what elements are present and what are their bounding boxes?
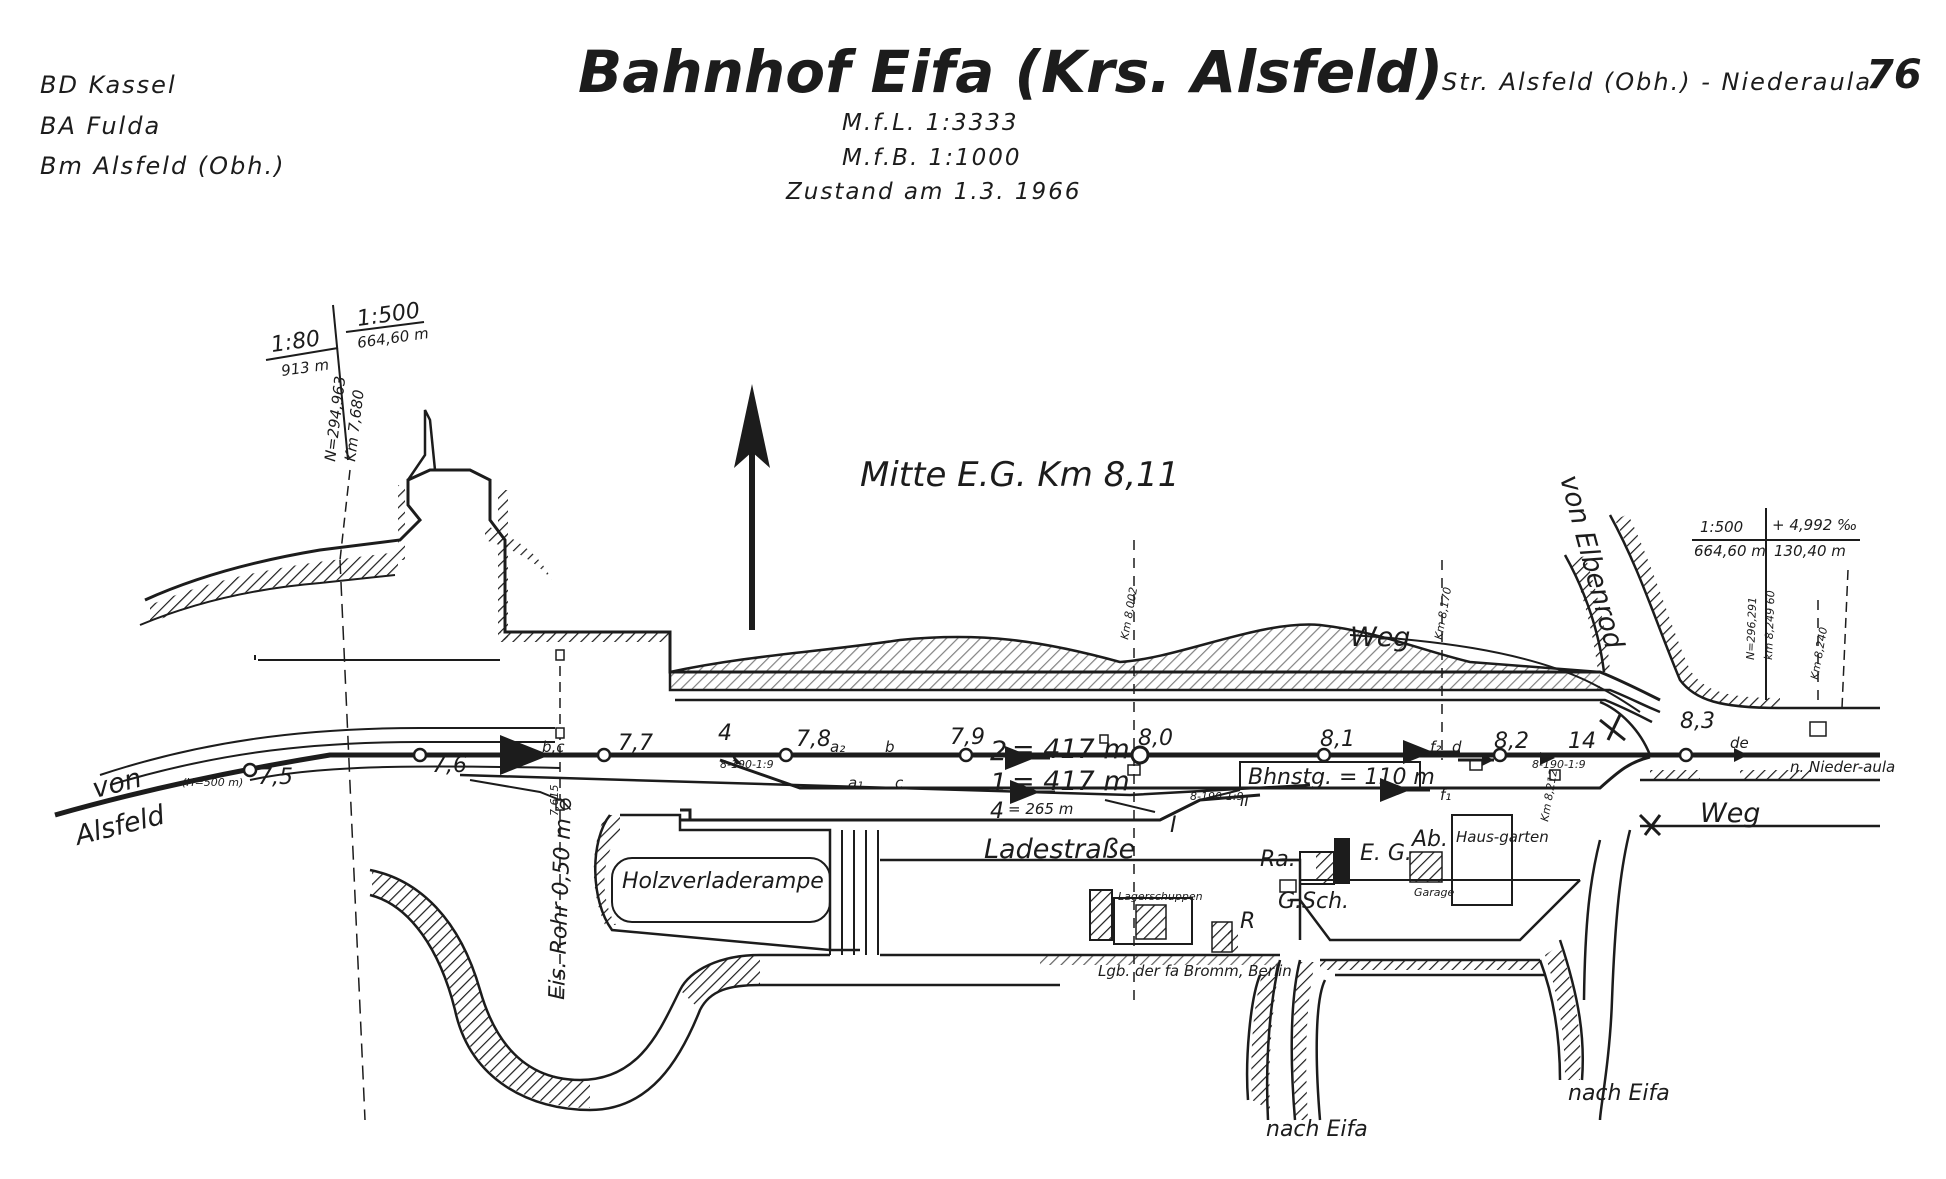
gradient-right2-length: 130,40 m	[1774, 542, 1846, 560]
switch-note-1: 8-190-1:9	[720, 758, 774, 771]
buildings	[1089, 814, 1513, 953]
loading-area	[369, 813, 1302, 1121]
switch-note-3: 8-190-1:9	[1532, 758, 1586, 771]
road-east	[1280, 770, 1880, 1121]
storage-label: Lagerschuppen	[1118, 890, 1203, 903]
chainage-right-km: km 8,249 60	[1762, 590, 1777, 660]
garage-label: Garage	[1414, 886, 1455, 899]
km-post-79: 7,9	[950, 725, 985, 750]
km-marker-8240: Km 8,240	[1808, 626, 1830, 680]
weg-top-label: Weg	[1350, 622, 1410, 653]
signal-a2: a₂	[830, 738, 845, 756]
chainage-right-n: N=296,291	[1744, 597, 1759, 660]
building-gsch: G.Sch.	[1278, 889, 1349, 914]
gradient-right-length: 664,60 m	[1694, 542, 1766, 560]
pipe-label: Eis. Rohr 0,50 m ⌀	[545, 797, 577, 1000]
scale-width: M.f.B. 1:1000	[842, 145, 1021, 171]
track-2-length: = 417 m	[1012, 734, 1130, 765]
track-4-length: = 265 m	[1008, 800, 1073, 818]
pipe-km: 7,615	[548, 785, 561, 817]
building-ra: Ra.	[1260, 847, 1296, 872]
platform	[1239, 761, 1421, 789]
km-post-76: 7,6	[432, 753, 467, 778]
gradient-right2-ratio: + 4,992 ‰	[1772, 516, 1857, 534]
road-elbenrod	[1563, 514, 1880, 710]
track-1-number: 1	[990, 768, 1007, 799]
from-alsfeld-label-1: von	[89, 763, 145, 805]
km-post-78: 7,8	[796, 727, 831, 752]
page-title: Bahnhof Eifa (Krs. Alsfeld)	[578, 38, 1443, 106]
scale-length: M.f.L. 1:3333	[842, 110, 1019, 136]
ladestrasse-label: Ladestraße	[984, 834, 1135, 865]
embankment-north	[139, 409, 1661, 724]
page-number: 76	[1866, 52, 1922, 98]
weg-right-label: Weg	[1700, 798, 1760, 829]
line-name: Str. Alsfeld (Obh.) - Niederaula	[1442, 68, 1872, 96]
gradient-left-ratio: 1:80	[269, 326, 321, 358]
switch-ii: II	[1240, 792, 1249, 810]
admin-bm: Bm Alsfeld (Obh.)	[40, 152, 286, 180]
admin-bd: BD Kassel	[40, 71, 177, 99]
gradient-left-length: 913 m	[280, 355, 330, 380]
switch-4: 4	[718, 721, 732, 746]
north-arrow-icon	[734, 384, 770, 630]
switch-14: 14	[1568, 729, 1596, 754]
km-post-75: 7,5	[258, 765, 293, 790]
garden-label: Haus-garten	[1456, 828, 1549, 846]
gradient-box-right	[1692, 508, 1860, 709]
ramp-label: Holzverladerampe	[622, 869, 824, 894]
radius-note: (H=500 m)	[182, 776, 243, 789]
storage-owner-1: Lgb. der fa Bromm, Berlin	[1098, 962, 1292, 980]
to-eifa-label-1: nach Eifa	[1266, 1117, 1368, 1142]
switch-note-2: 8-190-1:9	[1190, 790, 1244, 803]
km-post-82: 8,2	[1494, 729, 1529, 754]
ramp-bridge	[829, 830, 879, 955]
state-date: Zustand am 1.3. 1966	[785, 179, 1081, 205]
km-marker-8170: Km 8,170	[1432, 586, 1454, 640]
km-reference-lines	[1133, 540, 1819, 1000]
signal-f1: f₁	[1440, 786, 1451, 804]
km-post-77: 7,7	[618, 731, 653, 756]
building-eg: E. G.	[1360, 841, 1412, 866]
km-marker-8002: Km 8,002	[1118, 586, 1140, 640]
track-4-number: 4	[990, 799, 1004, 824]
pipe-culvert	[555, 649, 565, 1000]
signal-c: c	[895, 774, 904, 792]
switch-i: I	[1170, 813, 1177, 838]
to-niederaula-label: n. Nieder-aula	[1790, 758, 1895, 776]
track-1-length: = 417 m	[1012, 766, 1130, 797]
admin-ba: BA Fulda	[40, 112, 161, 140]
to-eifa-label-2: nach Eifa	[1568, 1081, 1670, 1106]
gradient-right-ratio: 1:500	[1700, 518, 1743, 536]
signal-a1: a₁	[848, 774, 863, 792]
building-ab: Ab.	[1410, 827, 1448, 852]
r-mark: R	[1240, 909, 1255, 934]
track-2-number: 2	[990, 736, 1007, 767]
signal-b: b	[885, 738, 895, 756]
gradient-box-left	[265, 304, 425, 1121]
km-post-83: 8,3	[1680, 709, 1715, 734]
signal-d: d	[1452, 738, 1462, 756]
km-post-81: 8,1	[1320, 727, 1355, 752]
centre-note: Mitte E.G. Km 8,11	[860, 455, 1179, 495]
platform-label: Bhnstg. = 110 m	[1248, 765, 1435, 790]
km-post-80: 8,0	[1138, 726, 1173, 751]
km-marker-8212: Km 8,212	[1538, 768, 1560, 822]
signal-f2: f₂	[1430, 738, 1441, 756]
signal-de: de	[1730, 734, 1749, 752]
signal-bc: b,c	[542, 738, 565, 756]
